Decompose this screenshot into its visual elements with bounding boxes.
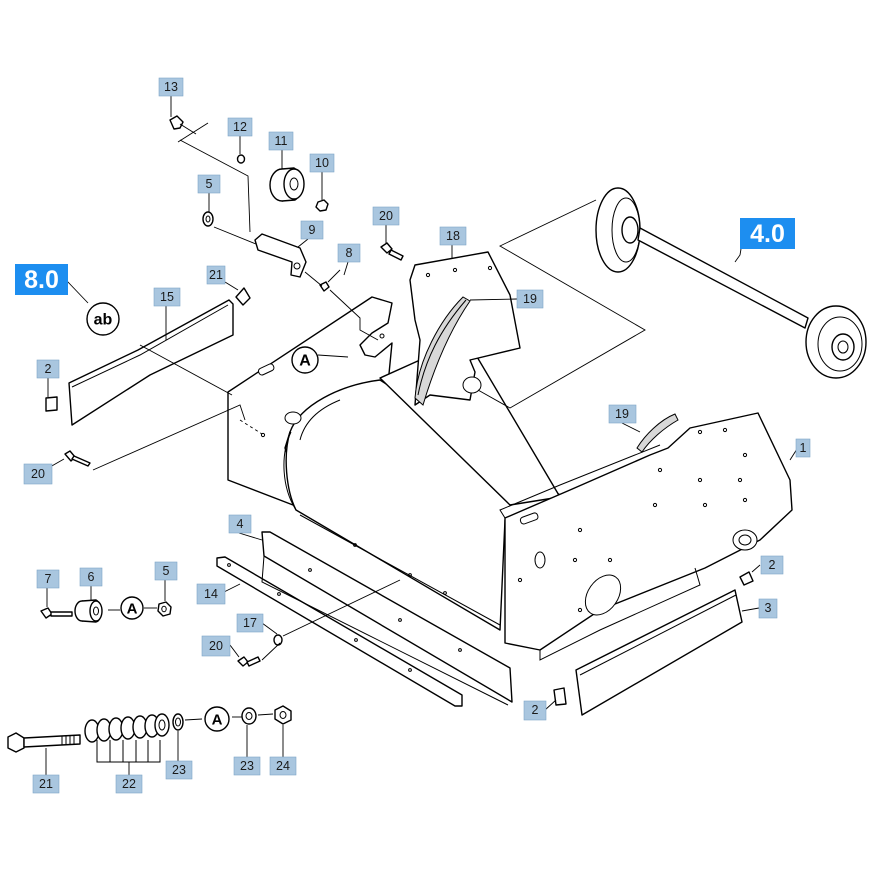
callout-11: 11 [268, 131, 294, 151]
callout-21-bottom-label: 21 [39, 777, 53, 791]
scraper-rubber-right [636, 413, 679, 453]
marker-a-housing-label: A [299, 353, 311, 370]
callout-20-top: 20 [372, 206, 400, 226]
marker-a-row1: A [120, 596, 144, 620]
callout-23-right: 23 [233, 756, 261, 776]
callout-6: 6 [79, 567, 103, 587]
callout-5-row: 5 [154, 561, 178, 581]
callout-18-label: 18 [446, 229, 460, 243]
callout-2-bottom-label: 2 [532, 703, 539, 717]
assembly-label-4-0: 4.0 [740, 218, 795, 249]
callout-20-bottom: 20 [201, 635, 231, 657]
callout-2-left-label: 2 [45, 362, 52, 376]
hardware-row-2 [7, 705, 292, 763]
callout-4: 4 [228, 514, 252, 534]
left-scraper [45, 287, 263, 471]
callout-15-label: 15 [160, 290, 174, 304]
callout-12: 12 [227, 117, 253, 137]
callout-23-right-label: 23 [240, 759, 254, 773]
callout-20-top-label: 20 [379, 209, 393, 223]
callout-2-right: 2 [760, 555, 784, 575]
callout-4-label: 4 [237, 517, 244, 531]
marker-a-row2: A [204, 706, 230, 732]
callout-24: 24 [269, 756, 297, 776]
callout-7: 7 [36, 569, 60, 589]
top-support-plate [409, 251, 521, 406]
callout-15: 15 [153, 287, 181, 307]
callout-1-label: 1 [800, 441, 807, 455]
scraper-rubber-top [414, 296, 471, 406]
callout-21-top: 21 [206, 265, 226, 285]
callout-20-left-label: 20 [31, 467, 45, 481]
callout-2-right-label: 2 [769, 558, 776, 572]
callout-23-left: 23 [165, 760, 193, 780]
callout-14-label: 14 [204, 587, 218, 601]
callout-11-label: 11 [275, 134, 288, 148]
hardware-row-1 [40, 599, 172, 623]
callout-10: 10 [309, 153, 335, 173]
callout-13: 13 [158, 77, 184, 97]
top-hardware [169, 115, 379, 341]
callout-8: 8 [337, 243, 361, 263]
callout-17-label: 17 [243, 616, 257, 630]
callout-3-label: 3 [765, 601, 772, 615]
callout-9-label: 9 [309, 223, 316, 237]
callout-7-label: 7 [45, 572, 52, 586]
callout-17: 17 [236, 613, 264, 633]
assembly-label-8-0-text: 8.0 [24, 266, 59, 294]
callout-3: 3 [758, 598, 778, 619]
assembly-label-4-0-text: 4.0 [750, 220, 785, 248]
marker-ab: ab [86, 302, 120, 336]
axle-assembly [477, 187, 867, 409]
callout-13-label: 13 [164, 80, 178, 94]
callout-19-right-label: 19 [615, 407, 629, 421]
callout-21-bottom: 21 [32, 774, 60, 794]
callout-20-bottom-label: 20 [209, 639, 223, 653]
callout-9: 9 [300, 220, 324, 240]
callout-24-label: 24 [276, 759, 290, 773]
callout-1: 1 [795, 438, 811, 458]
callout-leaders [45, 96, 798, 775]
marker-a-row1-label: A [127, 601, 138, 618]
callout-5-row-label: 5 [163, 564, 170, 578]
callout-19-top: 19 [516, 289, 544, 309]
callout-6-label: 6 [88, 570, 95, 584]
marker-a-housing: A [291, 346, 349, 374]
callout-2-left: 2 [36, 359, 60, 379]
callout-12-label: 12 [233, 120, 247, 134]
callout-23-left-label: 23 [172, 763, 186, 777]
callout-18: 18 [439, 226, 467, 246]
callout-10-label: 10 [315, 156, 329, 170]
callout-14: 14 [196, 583, 226, 605]
callout-5-top-label: 5 [206, 177, 213, 191]
callout-19-top-label: 19 [523, 292, 537, 306]
callout-2-bottom: 2 [523, 700, 547, 721]
callout-19-right: 19 [608, 404, 637, 424]
callout-22-label: 22 [122, 777, 136, 791]
bottom-strips [216, 531, 754, 716]
callout-8-label: 8 [346, 246, 353, 260]
callout-22: 22 [115, 774, 143, 794]
callout-5-top: 5 [197, 174, 221, 194]
marker-ab-label: ab [94, 312, 113, 329]
assembly-label-8-0: 8.0 [15, 264, 68, 295]
callout-20-left: 20 [23, 463, 53, 485]
marker-a-row2-label: A [212, 712, 223, 729]
screw-top-center [380, 242, 404, 261]
callout-21-top-label: 21 [209, 268, 223, 282]
